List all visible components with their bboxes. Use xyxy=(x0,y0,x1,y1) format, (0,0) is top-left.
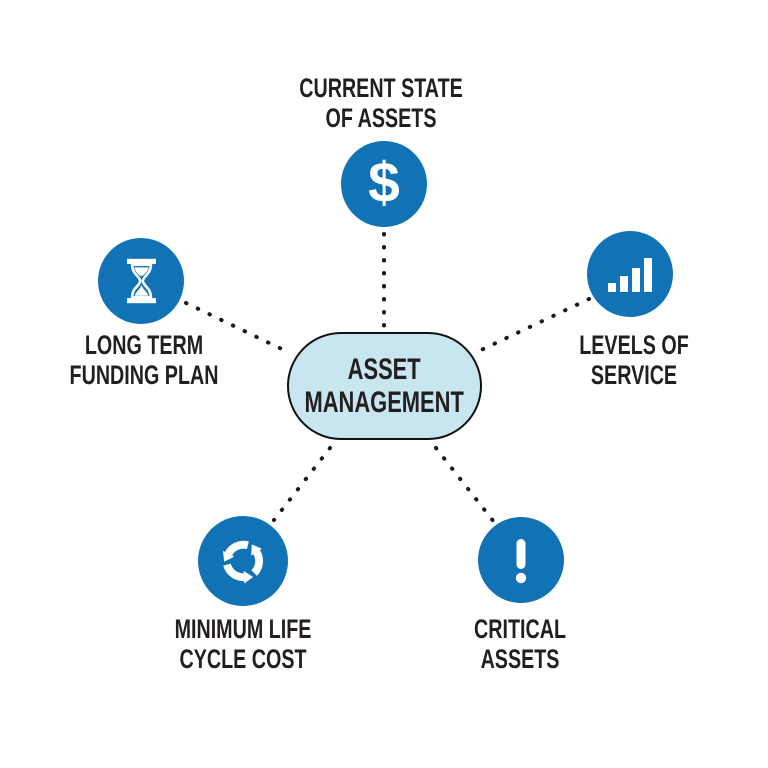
center-hub-line2: MANAGEMENT xyxy=(304,386,465,419)
node-circle-current-state-of-assets: $ xyxy=(341,141,427,227)
node-label-long-term-funding-plan: LONG TERM FUNDING PLAN xyxy=(69,330,219,390)
center-hub-line1: ASSET xyxy=(347,353,422,386)
node-label-current-state-of-assets: CURRENT STATE OF ASSETS xyxy=(299,73,463,133)
node-circle-critical-assets xyxy=(478,517,564,603)
recycle-icon xyxy=(222,540,264,584)
node-label-levels-of-service: LEVELS OF SERVICE xyxy=(579,330,689,390)
center-hub: ASSET MANAGEMENT xyxy=(287,332,482,440)
connector-bottom-left xyxy=(272,446,332,522)
connector-bottom-right xyxy=(434,446,496,524)
bar-chart-icon xyxy=(608,258,652,292)
exclamation-icon xyxy=(515,539,527,584)
node-circle-long-term-funding-plan xyxy=(98,238,184,324)
center-hub-label: ASSET MANAGEMENT xyxy=(305,353,464,419)
hourglass-icon xyxy=(126,258,156,304)
node-label-critical-assets: CRITICAL ASSETS xyxy=(474,614,566,674)
node-label-minimum-life-cycle-cost: MINIMUM LIFE CYCLE COST xyxy=(174,614,312,674)
node-circle-levels-of-service xyxy=(587,231,673,317)
dollar-icon: $ xyxy=(368,150,400,215)
node-circle-minimum-life-cycle-cost xyxy=(198,516,288,606)
